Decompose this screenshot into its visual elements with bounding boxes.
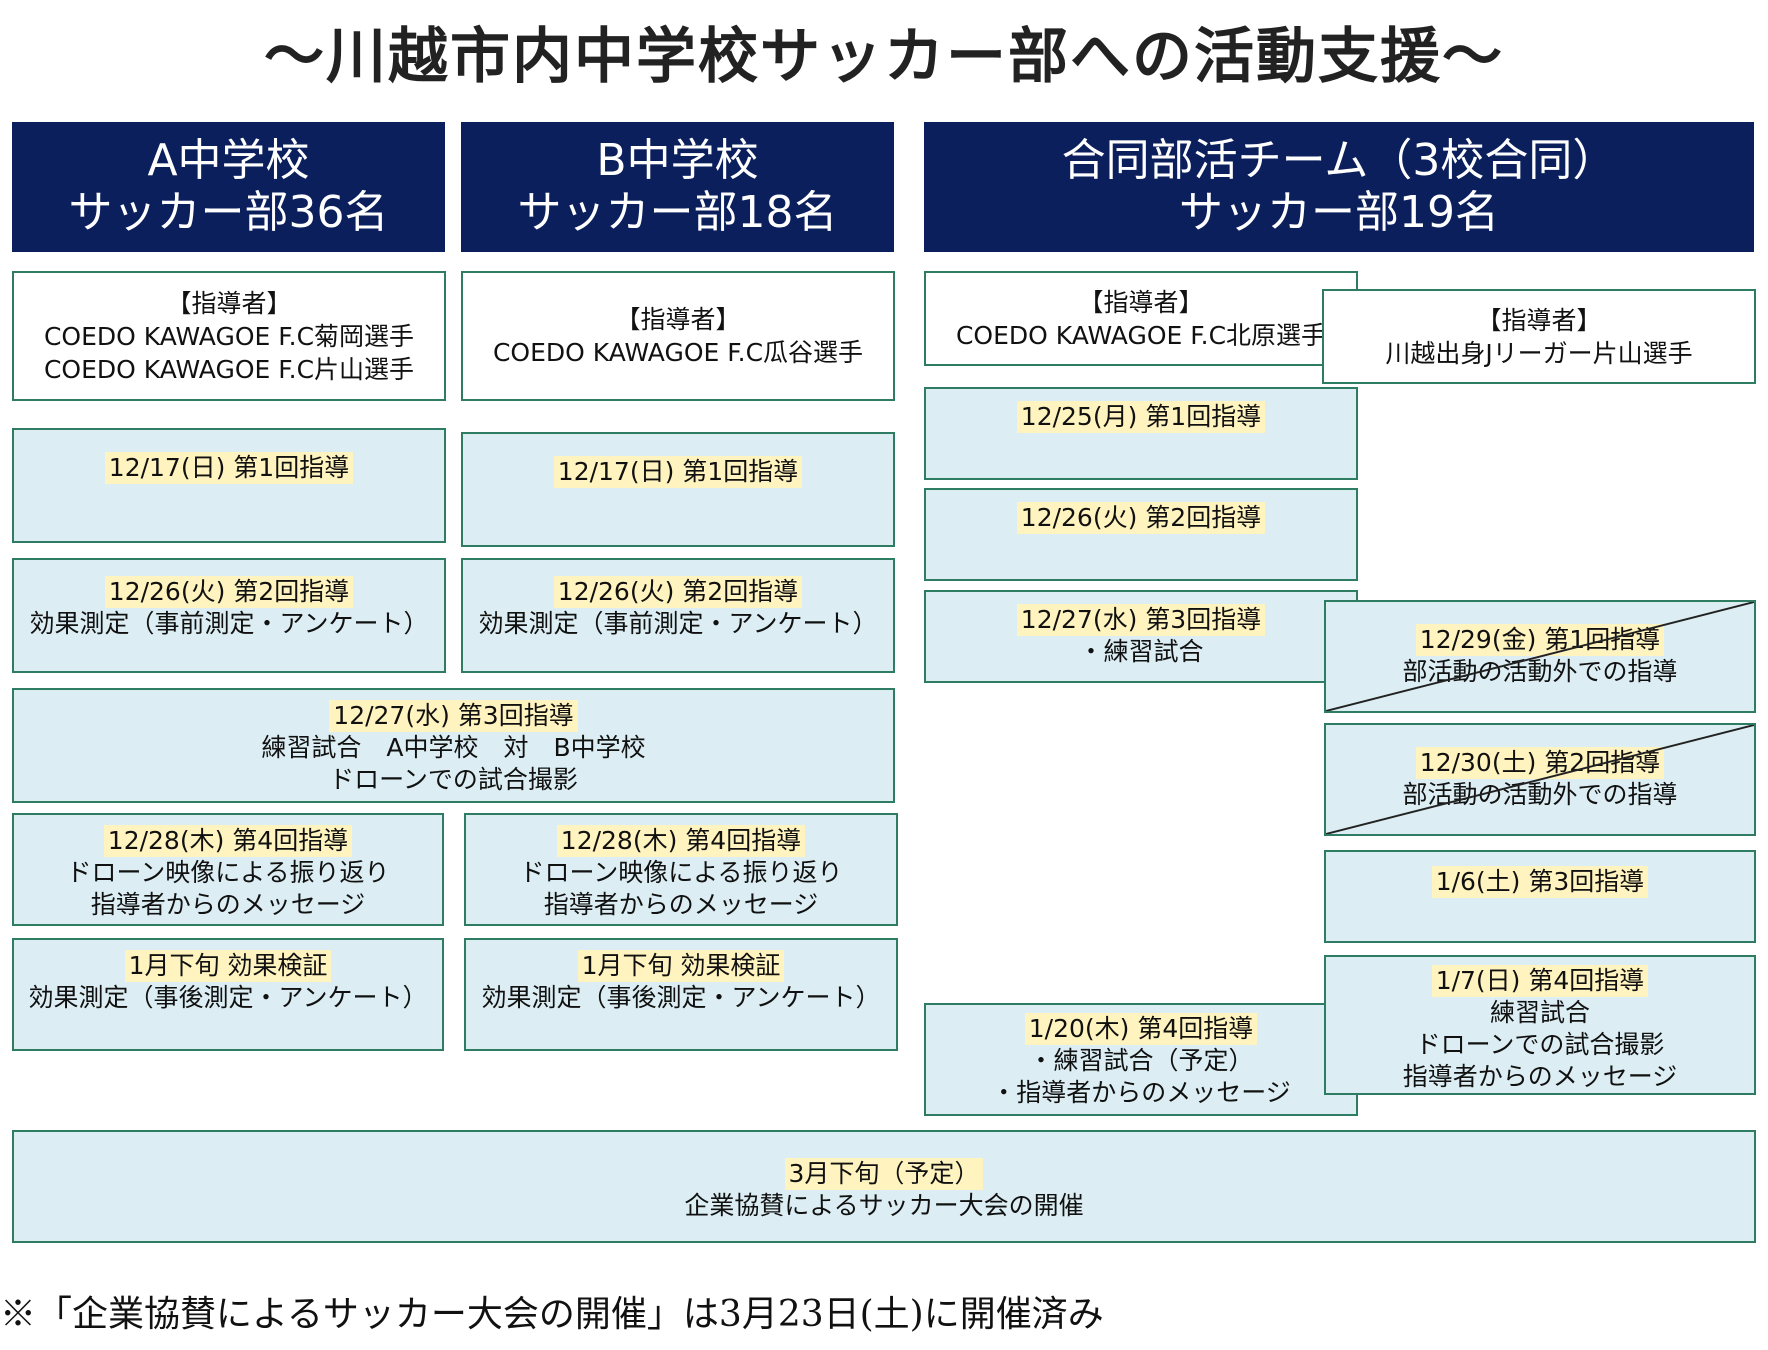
session-detail: ・練習試合 [1078,637,1204,666]
session-detail: ドローンでの試合撮影 [329,765,578,794]
session-heading: 1/20(木) 第4回指導 [1024,1013,1258,1045]
session-c1: 12/25(月) 第1回指導 [924,387,1358,480]
session-heading: 1月下旬 効果検証 [577,950,785,982]
session-detail: 効果測定（事前測定・アンケート） [29,609,429,638]
column-c-name: 合同部活チーム（3校合同） [1061,135,1617,186]
session-heading: 12/27(水) 第3回指導 [329,700,578,732]
coach-name: COEDO KAWAGOE F.C瓜谷選手 [492,338,864,367]
coach-box-b: 【指導者】 COEDO KAWAGOE F.C瓜谷選手 [461,271,895,401]
session-c3: 12/27(水) 第3回指導 ・練習試合 [924,590,1358,683]
session-heading: 1月下旬 効果検証 [124,950,332,982]
session-heading: 1/7(日) 第4回指導 [1431,965,1649,997]
session-heading: 12/26(火) 第2回指導 [1016,502,1266,534]
session-heading: 12/25(月) 第1回指導 [1016,401,1266,433]
session-heading: 12/26(火) 第2回指導 [553,576,803,608]
session-ab3: 12/27(水) 第3回指導 練習試合 A中学校 対 B中学校 ドローンでの試合… [12,688,895,803]
column-header-a: A中学校 サッカー部36名 [12,122,445,252]
footnote: ※「企業協賛によるサッカー大会の開催」は3月23日(土)に開催済み [0,1294,1104,1335]
coach-box-c1: 【指導者】 COEDO KAWAGOE F.C北原選手 [924,271,1358,366]
coach-name: COEDO KAWAGOE F.C北原選手 [955,320,1327,350]
session-detail: ・練習試合（予定） [1028,1046,1254,1075]
column-header-b: B中学校 サッカー部18名 [461,122,894,252]
column-b-name: B中学校 [596,135,759,186]
session-heading: 12/17(日) 第1回指導 [553,456,803,488]
session-heading: 1/6(土) 第3回指導 [1431,866,1649,898]
strike-line [1326,602,1754,711]
column-a-members: サッカー部36名 [68,187,389,238]
session-heading: 12/28(木) 第4回指導 [556,825,806,857]
column-header-c: 合同部活チーム（3校合同） サッカー部19名 [924,122,1754,252]
session-b2: 12/26(火) 第2回指導 効果測定（事前測定・アンケート） [461,558,895,673]
session-b5: 1月下旬 効果検証 効果測定（事後測定・アンケート） [464,938,898,1051]
session-detail: 指導者からのメッセージ [90,890,366,919]
session-heading: 3月下旬（予定） [784,1158,984,1190]
column-b-members: サッカー部18名 [517,187,838,238]
session-detail: 練習試合 A中学校 対 B中学校 [261,733,646,762]
session-detail: 効果測定（事前測定・アンケート） [478,609,878,638]
session-detail: 指導者からのメッセージ [1402,1062,1678,1091]
coach-label: 【指導者】 [166,288,292,318]
coach-box-c2: 【指導者】 川越出身Jリーガー片山選手 [1322,289,1756,384]
session-a2: 12/26(火) 第2回指導 効果測定（事前測定・アンケート） [12,558,446,673]
session-heading: 12/17(日) 第1回指導 [104,452,354,484]
session-heading: 12/29(金) 第1回指導 [1415,624,1665,656]
session-detail: ドローン映像による振り返り [66,858,390,887]
session-detail: 部活動の活動外での指導 [1402,780,1678,809]
column-a-name: A中学校 [147,135,310,186]
session-detail: 指導者からのメッセージ [543,890,819,919]
session-d2-cancelled: 12/30(土) 第2回指導 部活動の活動外での指導 [1324,723,1756,836]
coach-label: 【指導者】 [615,305,741,334]
coach-name: 川越出身Jリーガー片山選手 [1385,338,1693,368]
session-detail: 練習試合 [1489,998,1590,1027]
session-heading: 12/26(火) 第2回指導 [104,576,354,608]
session-detail: 効果測定（事後測定・アンケート） [481,983,881,1012]
session-detail: 部活動の活動外での指導 [1402,657,1678,686]
coach-label: 【指導者】 [1476,305,1602,335]
coach-box-a: 【指導者】 COEDO KAWAGOE F.C菊岡選手 COEDO KAWAGO… [12,271,446,401]
session-detail: ・指導者からのメッセージ [991,1078,1291,1107]
page-title: 〜川越市内中学校サッカー部への活動支援〜 [264,22,1504,92]
session-a4: 12/28(木) 第4回指導 ドローン映像による振り返り 指導者からのメッセージ [12,813,444,926]
strike-line [1326,725,1754,834]
session-heading: 12/28(木) 第4回指導 [103,825,353,857]
coach-name: COEDO KAWAGOE F.C菊岡選手 [43,321,415,351]
session-b1: 12/17(日) 第1回指導 [461,432,895,547]
session-detail: 効果測定（事後測定・アンケート） [28,983,428,1012]
session-b4: 12/28(木) 第4回指導 ドローン映像による振り返り 指導者からのメッセージ [464,813,898,926]
session-detail: 企業協賛によるサッカー大会の開催 [684,1191,1084,1220]
coach-name: COEDO KAWAGOE F.C片山選手 [43,354,415,384]
final-event: 3月下旬（予定） 企業協賛によるサッカー大会の開催 [12,1130,1756,1243]
session-a1: 12/17(日) 第1回指導 [12,428,446,543]
session-d1-cancelled: 12/29(金) 第1回指導 部活動の活動外での指導 [1324,600,1756,713]
session-detail: ドローン映像による振り返り [519,858,843,887]
session-c2: 12/26(火) 第2回指導 [924,488,1358,581]
session-heading: 12/27(水) 第3回指導 [1016,604,1266,636]
session-c4: 1/20(木) 第4回指導 ・練習試合（予定） ・指導者からのメッセージ [924,1003,1358,1116]
session-d4: 1/7(日) 第4回指導 練習試合 ドローンでの試合撮影 指導者からのメッセージ [1324,955,1756,1095]
session-heading: 12/30(土) 第2回指導 [1415,747,1665,779]
session-detail: ドローンでの試合撮影 [1415,1030,1665,1059]
session-d3: 1/6(土) 第3回指導 [1324,850,1756,943]
column-c-members: サッカー部19名 [1179,187,1499,238]
coach-label: 【指導者】 [1078,287,1204,317]
session-a5: 1月下旬 効果検証 効果測定（事後測定・アンケート） [12,938,444,1051]
